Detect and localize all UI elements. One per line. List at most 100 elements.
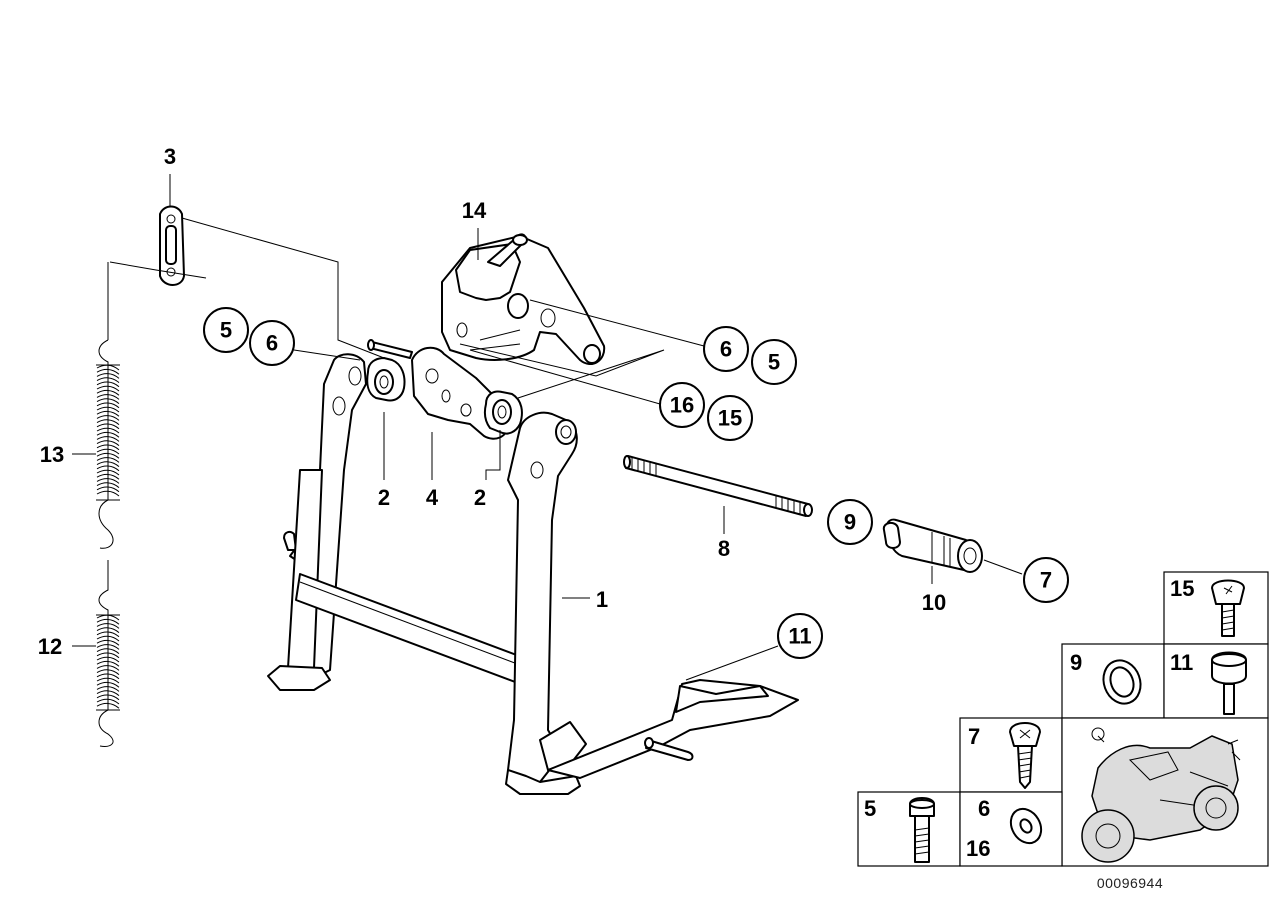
washer-6-icon bbox=[1009, 807, 1043, 845]
spring-coil bbox=[96, 490, 120, 497]
spring-coil bbox=[96, 431, 120, 438]
label-12: 12 bbox=[38, 634, 62, 659]
label-8: 8 bbox=[718, 536, 730, 561]
svg-text:5: 5 bbox=[220, 318, 232, 343]
spring-coil bbox=[96, 694, 120, 701]
leader-lines bbox=[72, 174, 1023, 681]
spring-coil bbox=[96, 648, 120, 654]
callout-6-right: 6 bbox=[703, 326, 749, 372]
spring-coil bbox=[96, 698, 120, 705]
main-stand-1 bbox=[267, 353, 799, 795]
label-3: 3 bbox=[164, 144, 176, 169]
spring-coil bbox=[96, 673, 120, 680]
label-13: 13 bbox=[40, 442, 64, 467]
spring-coil bbox=[96, 618, 120, 625]
callout-11: 11 bbox=[777, 613, 823, 659]
svg-text:11: 11 bbox=[788, 624, 811, 649]
washer-9-icon bbox=[1102, 659, 1142, 705]
spring-coils bbox=[96, 364, 120, 709]
label-1: 1 bbox=[596, 587, 608, 612]
spring-coil bbox=[96, 644, 120, 650]
spring-coil bbox=[96, 639, 120, 646]
callout-5-right: 5 bbox=[751, 339, 797, 385]
svg-text:7: 7 bbox=[1040, 568, 1052, 593]
rod-8 bbox=[623, 455, 813, 517]
spring-coil bbox=[96, 394, 120, 400]
spring-coil bbox=[96, 440, 120, 446]
spring-coil bbox=[96, 423, 120, 430]
buffer-11-icon bbox=[1211, 651, 1247, 715]
table-label-9: 9 bbox=[1070, 650, 1082, 675]
spring-coil bbox=[96, 461, 120, 467]
bracket-14 bbox=[441, 233, 606, 365]
parts-table: 15 9 11 7 5 6 16 bbox=[857, 571, 1269, 867]
spring-coil bbox=[96, 623, 120, 629]
callout-15: 15 bbox=[707, 395, 753, 441]
label-2-right: 2 bbox=[474, 485, 486, 510]
callout-5-left: 5 bbox=[203, 307, 249, 353]
bushing-2-left bbox=[366, 357, 406, 402]
pin-10 bbox=[882, 518, 983, 573]
spring-coil bbox=[96, 457, 120, 463]
label-2-left: 2 bbox=[378, 485, 390, 510]
spring-coil bbox=[96, 469, 120, 476]
bushing-2-right bbox=[483, 390, 523, 435]
spring-coil bbox=[96, 368, 120, 375]
spring-13 bbox=[96, 262, 120, 549]
label-10: 10 bbox=[922, 590, 946, 615]
spring-coil bbox=[96, 415, 120, 421]
spring-coil bbox=[96, 448, 120, 455]
spring-coil bbox=[96, 635, 120, 642]
spring-coil bbox=[96, 402, 120, 409]
plate-3 bbox=[159, 205, 185, 286]
callout-7: 7 bbox=[1023, 557, 1069, 603]
svg-text:16: 16 bbox=[670, 393, 694, 418]
screw-15-icon bbox=[1211, 579, 1245, 637]
motorcycle-icon bbox=[1081, 727, 1241, 863]
spring-coil bbox=[96, 473, 120, 480]
spring-coil bbox=[96, 419, 120, 425]
table-label-15: 15 bbox=[1170, 576, 1194, 601]
spring-coil bbox=[96, 364, 120, 371]
screw-5-icon bbox=[909, 797, 935, 863]
spring-coil bbox=[96, 486, 120, 493]
spring-coil bbox=[96, 631, 120, 638]
table-label-11: 11 bbox=[1170, 650, 1193, 675]
circled-labels: 5 6 6 5 16 15 9 7 bbox=[203, 307, 1069, 659]
spring-coil bbox=[96, 406, 120, 413]
bolt-5-left bbox=[367, 339, 413, 359]
spring-coil bbox=[96, 614, 120, 621]
spring-coil bbox=[96, 660, 120, 667]
spring-coil bbox=[96, 627, 120, 633]
callout-6-left: 6 bbox=[249, 320, 295, 366]
svg-text:6: 6 bbox=[266, 331, 278, 356]
spring-coil bbox=[96, 681, 120, 688]
spring-coil bbox=[96, 690, 120, 696]
svg-text:15: 15 bbox=[718, 406, 742, 431]
spring-coil bbox=[96, 385, 120, 392]
spring-coil bbox=[96, 452, 120, 459]
label-14: 14 bbox=[462, 198, 487, 223]
spring-coil bbox=[96, 436, 120, 442]
spring-coil bbox=[96, 373, 120, 379]
spring-coil bbox=[96, 410, 120, 417]
spring-coil bbox=[96, 478, 120, 484]
spring-coil bbox=[96, 669, 120, 675]
table-label-6: 6 bbox=[978, 796, 990, 821]
spring-coil bbox=[96, 702, 120, 709]
screw-7-icon bbox=[1009, 722, 1041, 789]
callout-9: 9 bbox=[827, 499, 873, 545]
label-4: 4 bbox=[426, 485, 439, 510]
part-labels: 3 14 2 4 2 8 1 10 13 12 bbox=[38, 144, 946, 659]
svg-text:5: 5 bbox=[768, 350, 780, 375]
spring-coil bbox=[96, 665, 120, 671]
spring-coil bbox=[96, 444, 120, 451]
spring-coil bbox=[96, 656, 120, 663]
spring-coil bbox=[96, 389, 120, 396]
spring-coil bbox=[96, 381, 120, 388]
spring-coil bbox=[96, 427, 120, 434]
spring-coil bbox=[96, 686, 120, 692]
diagram-code: 00096944 bbox=[1097, 875, 1163, 891]
